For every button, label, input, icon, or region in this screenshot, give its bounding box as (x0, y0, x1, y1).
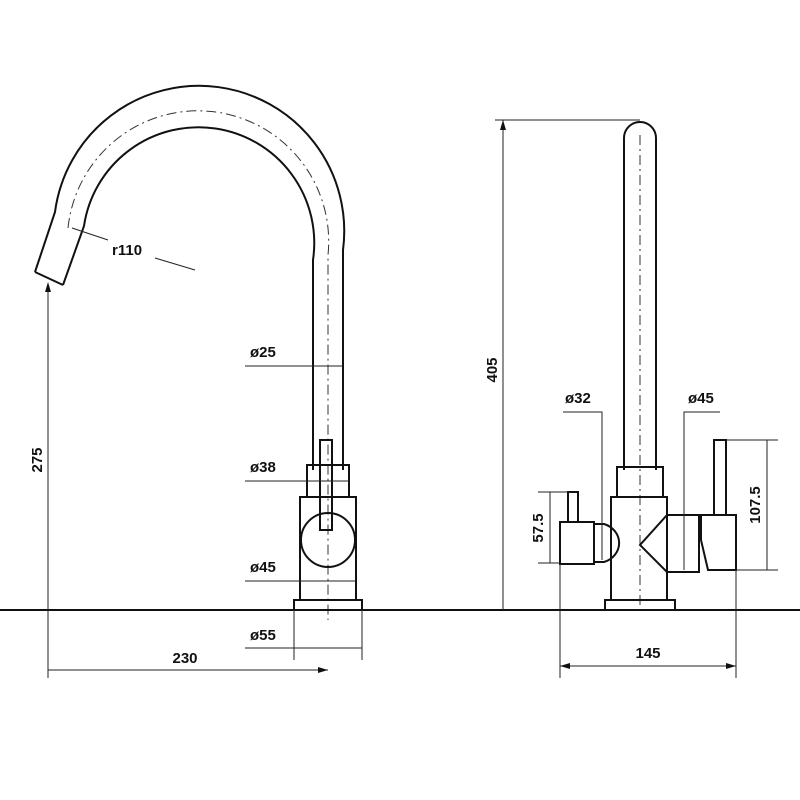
spout-outer (34, 84, 346, 470)
right-neck (666, 514, 700, 573)
label-base-diameter: ø55 (250, 627, 276, 644)
spout-inner (62, 126, 316, 470)
side-view: 275 230 r110 ø25 ø38 ø45 ø55 (29, 84, 363, 678)
front-base (604, 599, 676, 611)
label-body-diameter: ø45 (250, 559, 276, 576)
spout-tip (34, 271, 64, 286)
front-view: 405 ø32 ø45 57.5 107.5 145 (484, 119, 778, 678)
label-collar-diameter: ø38 (250, 459, 276, 476)
label-right-handle-diameter: ø45 (688, 390, 714, 407)
label-overall-width: 145 (635, 645, 660, 662)
label-total-height: 405 (484, 357, 501, 382)
label-left-handle-height: 57.5 (530, 513, 547, 542)
spout-centerline (67, 110, 330, 620)
left-lever (567, 491, 579, 523)
left-cap (594, 523, 621, 563)
label-left-handle-diameter: ø32 (565, 390, 591, 407)
lever (319, 439, 333, 531)
riser (623, 121, 657, 470)
label-spout-height: 275 (29, 447, 46, 472)
base (293, 599, 363, 611)
front-body (610, 496, 668, 601)
radius-leader (71, 227, 109, 241)
label-spout-reach: 230 (172, 650, 197, 667)
right-lever (713, 439, 727, 516)
label-right-handle-height: 107.5 (747, 486, 764, 524)
label-radius: r110 (112, 242, 142, 259)
label-spout-diameter: ø25 (250, 344, 276, 361)
left-handle (559, 521, 595, 565)
right-handle (700, 514, 737, 571)
cartridge-circle (300, 512, 356, 568)
